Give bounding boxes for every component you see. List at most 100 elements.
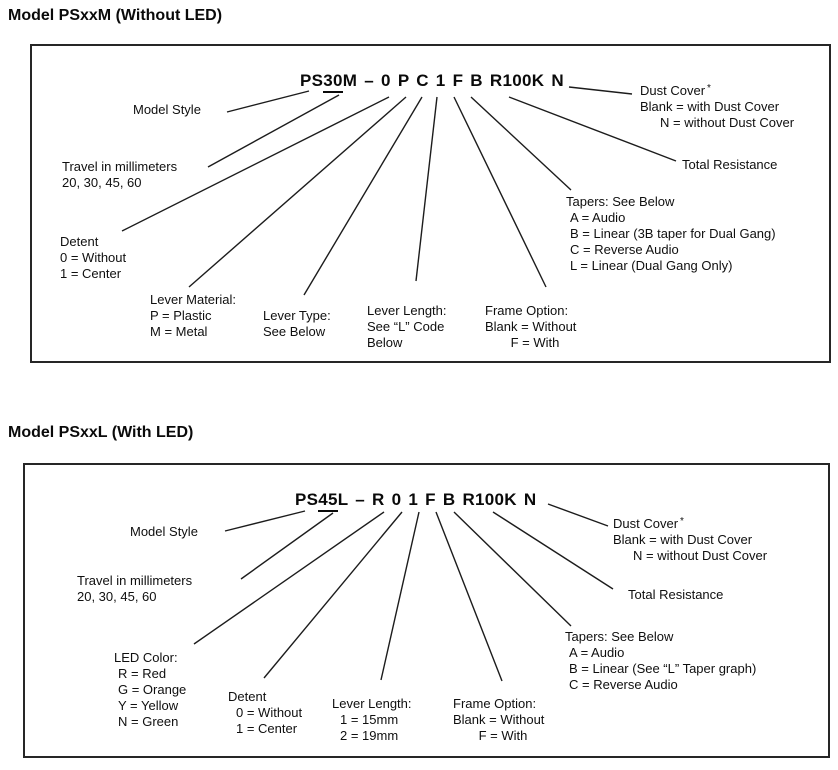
label-text: Frame Option:	[453, 696, 537, 711]
label-text: C = Reverse Audio	[569, 677, 678, 692]
label-text: A = Audio	[569, 645, 625, 660]
label-detent-top: Detent 0 = Without 1 = Center	[60, 234, 126, 282]
label-total-resistance-bottom: Total Resistance	[628, 587, 723, 603]
label-text: B = Linear (See “L” Taper graph)	[569, 661, 757, 676]
label-text: Travel in millimeters	[77, 573, 193, 588]
leader-model-style-top	[226, 90, 310, 113]
leader-frame-option-top	[453, 96, 547, 288]
leader-tapers-bottom	[453, 511, 572, 627]
diagram-box-psxxm	[30, 44, 831, 363]
label-text: F = With	[478, 728, 528, 743]
label-text: G = Orange	[118, 682, 187, 697]
label-text: Dust Cover*	[640, 83, 711, 98]
label-text: 1 = 15mm	[340, 712, 399, 727]
leader-frame-option-bottom	[435, 511, 503, 682]
label-text: Model Style	[133, 102, 201, 117]
leader-dust-cover-bottom	[547, 503, 609, 527]
label-text: B = Linear (3B taper for Dual Gang)	[570, 226, 776, 241]
pn-prefix: PS	[295, 490, 319, 509]
label-led-color-bottom: LED Color: R = Red G = Orange Y = Yellow…	[114, 650, 186, 730]
label-text: Below	[367, 335, 403, 350]
label-travel-top: Travel in millimeters 20, 30, 45, 60	[62, 159, 177, 191]
label-text: Lever Type:	[263, 308, 331, 323]
label-text: 1 = Center	[236, 721, 298, 736]
leader-travel-bottom	[240, 512, 334, 580]
part-number-psxxm: PS30M – 0 P C 1 F B R100K N	[300, 71, 564, 93]
leader-detent-top	[121, 96, 390, 232]
part-number-psxxl: PS45L – R 0 1 F B R100K N	[295, 490, 537, 512]
label-text: Blank = Without	[485, 319, 577, 334]
leader-led-color-bottom	[193, 511, 385, 645]
label-text: Frame Option:	[485, 303, 569, 318]
leader-total-resistance-bottom	[492, 511, 614, 590]
label-text: Lever Material:	[150, 292, 236, 307]
label-tapers-top: Tapers: See Below A = Audio B = Linear (…	[566, 194, 776, 274]
pn-travel-code: 45	[318, 490, 338, 512]
label-text: N = without Dust Cover	[633, 548, 768, 563]
label-text: Detent	[228, 689, 267, 704]
label-detent-bottom: Detent 0 = Without 1 = Center	[228, 689, 302, 737]
section-heading-psxxl: Model PSxxL (With LED)	[8, 424, 194, 441]
label-text: Total Resistance	[628, 587, 724, 602]
leader-total-resistance-top	[508, 96, 677, 162]
label-dust-cover-top: Dust Cover* Blank = with Dust Cover N = …	[640, 83, 794, 131]
label-text: 1 = Center	[60, 266, 122, 281]
label-text: N = Green	[118, 714, 179, 729]
diagram-box-psxxl	[23, 463, 830, 758]
label-model-style-top: Model Style	[133, 102, 201, 118]
label-text: 20, 30, 45, 60	[77, 589, 157, 604]
label-text: L = Linear (Dual Gang Only)	[570, 258, 733, 273]
label-text: Total Resistance	[682, 157, 778, 172]
pn-suffix: M – 0 P C 1 F B R100K N	[342, 71, 564, 90]
leader-lever-material-top	[188, 96, 407, 288]
label-text: 2 = 19mm	[340, 728, 399, 743]
label-text: 20, 30, 45, 60	[62, 175, 142, 190]
label-text: Blank = Without	[453, 712, 545, 727]
leader-lever-length-top	[415, 96, 438, 282]
label-frame-option-bottom: Frame Option: Blank = Without F = With	[453, 696, 553, 744]
label-model-style-bottom: Model Style	[130, 524, 198, 540]
footnote-asterisk: *	[707, 83, 711, 94]
leader-travel-top	[207, 94, 340, 168]
label-text: Detent	[60, 234, 99, 249]
leader-model-style-bottom	[224, 510, 306, 532]
label-text: R = Red	[118, 666, 167, 681]
label-text: P = Plastic	[150, 308, 212, 323]
footnote-asterisk: *	[680, 516, 684, 527]
label-text: M = Metal	[150, 324, 208, 339]
section-heading-psxxm: Model PSxxM (Without LED)	[8, 7, 223, 24]
label-text: See “L” Code	[367, 319, 445, 334]
label-text: A = Audio	[570, 210, 626, 225]
label-text: See Below	[263, 324, 326, 339]
label-text: 0 = Without	[60, 250, 127, 265]
label-text: F = With	[510, 335, 560, 350]
label-text: Blank = with Dust Cover	[640, 99, 780, 114]
pn-travel-code: 30	[323, 71, 343, 93]
label-lever-length-top: Lever Length: See “L” Code Below	[367, 303, 447, 351]
label-text: Travel in millimeters	[62, 159, 178, 174]
label-text: N = without Dust Cover	[660, 115, 795, 130]
leader-tapers-top	[470, 96, 572, 191]
label-lever-material-top: Lever Material: P = Plastic M = Metal	[150, 292, 236, 340]
leader-lever-length-bottom	[380, 511, 420, 681]
label-lever-type-top: Lever Type: See Below	[263, 308, 331, 340]
label-text: LED Color:	[114, 650, 178, 665]
leader-lever-type-top	[303, 96, 423, 296]
label-text: Tapers: See Below	[566, 194, 675, 209]
leader-detent-bottom	[263, 511, 403, 679]
leader-dust-cover-top	[568, 86, 633, 95]
label-tapers-bottom: Tapers: See Below A = Audio B = Linear (…	[565, 629, 756, 693]
label-text: Blank = with Dust Cover	[613, 532, 753, 547]
label-text: 0 = Without	[236, 705, 303, 720]
label-text: Lever Length:	[367, 303, 447, 318]
label-total-resistance-top: Total Resistance	[682, 157, 777, 173]
label-text: Dust Cover*	[613, 516, 684, 531]
label-lever-length-bottom: Lever Length: 1 = 15mm 2 = 19mm	[332, 696, 412, 744]
pn-suffix: L – R 0 1 F B R100K N	[337, 490, 537, 509]
label-dust-cover-bottom: Dust Cover* Blank = with Dust Cover N = …	[613, 516, 767, 564]
label-text: C = Reverse Audio	[570, 242, 679, 257]
label-text: Model Style	[130, 524, 198, 539]
label-text: Y = Yellow	[118, 698, 179, 713]
